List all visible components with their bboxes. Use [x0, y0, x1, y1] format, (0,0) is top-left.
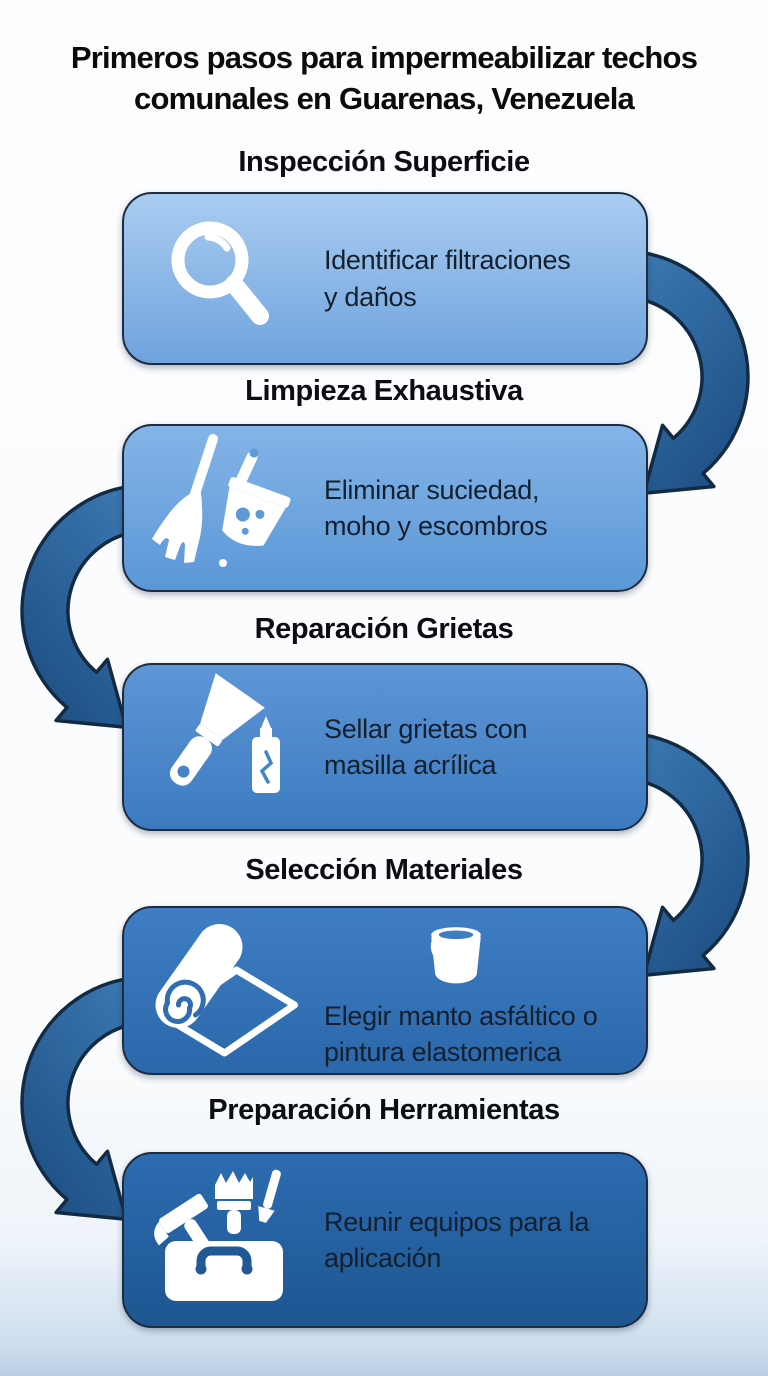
step1-desc-line1: Identificar filtraciones	[324, 245, 571, 276]
step4-heading: Selección Materiales	[245, 854, 523, 886]
step5-description: Reunir equipos para la aplicación	[324, 1204, 589, 1276]
putty-knife-tube-icon	[124, 672, 324, 822]
curved-arrow-step2-to-step3-icon	[20, 483, 143, 729]
step1-description: Identificar filtraciones y daños	[324, 242, 571, 314]
step4-description: Elegir manto asfáltico o pintura elastom…	[324, 998, 598, 1070]
curved-arrow-step3-to-step4-icon	[627, 731, 750, 977]
membrane-roll-icon	[155, 923, 298, 1056]
putty-knife-tube-icon	[169, 673, 280, 793]
step4-desc-line2: pintura elastomerica	[324, 1037, 562, 1067]
step5-desc-line2: aplicación	[324, 1243, 442, 1273]
step5-card: Reunir equipos para la aplicación	[122, 1152, 648, 1328]
step2-heading: Limpieza Exhaustiva	[245, 375, 523, 407]
step2-desc-line2: moho y escombros	[324, 511, 548, 541]
step2-description: Eliminar suciedad, moho y escombros	[324, 472, 548, 544]
step2-desc-line1: Eliminar suciedad,	[324, 474, 540, 505]
broom-dustpan-icon	[124, 433, 324, 583]
step5-heading: Preparación Herramientas	[208, 1094, 560, 1126]
step3-card: Sellar grietas con masilla acrílica	[122, 663, 648, 831]
curved-arrow-step1-to-step2-icon	[627, 249, 750, 495]
membrane-roll-icon	[124, 917, 324, 1065]
page-title-line2: comunales en Guarenas, Venezuela	[134, 80, 635, 116]
broom-dustpan-icon	[152, 434, 291, 567]
paint-bucket-icon	[416, 913, 597, 994]
step4-card: Elegir manto asfáltico o pintura elastom…	[122, 906, 648, 1075]
step1-card: Identificar filtraciones y daños	[122, 192, 648, 365]
page-title: Primeros pasos para impermeabilizar tech…	[0, 38, 768, 120]
page-title-line1: Primeros pasos para impermeabilizar tech…	[70, 40, 698, 75]
magnifier-icon	[124, 216, 324, 341]
step4-content: Elegir manto asfáltico o pintura elastom…	[324, 911, 598, 1070]
toolbox-icon	[124, 1165, 324, 1315]
paint-bucket-icon	[430, 927, 481, 984]
step5-desc-line1: Reunir equipos para la	[324, 1206, 590, 1237]
toolbox-icon	[154, 1169, 283, 1301]
step3-desc-line1: Sellar grietas con	[324, 713, 528, 744]
step3-desc-line2: masilla acrílica	[324, 750, 497, 780]
step1-heading: Inspección Superficie	[238, 146, 530, 178]
magnifier-icon	[171, 221, 269, 325]
step4-desc-line1: Elegir manto asfáltico o	[324, 1000, 598, 1031]
step1-desc-line2: y daños	[324, 281, 417, 312]
curved-arrow-step4-to-step5-icon	[20, 975, 143, 1221]
step3-heading: Reparación Grietas	[254, 613, 514, 645]
step2-card: Eliminar suciedad, moho y escombros	[122, 424, 648, 592]
step3-description: Sellar grietas con masilla acrílica	[324, 711, 528, 783]
